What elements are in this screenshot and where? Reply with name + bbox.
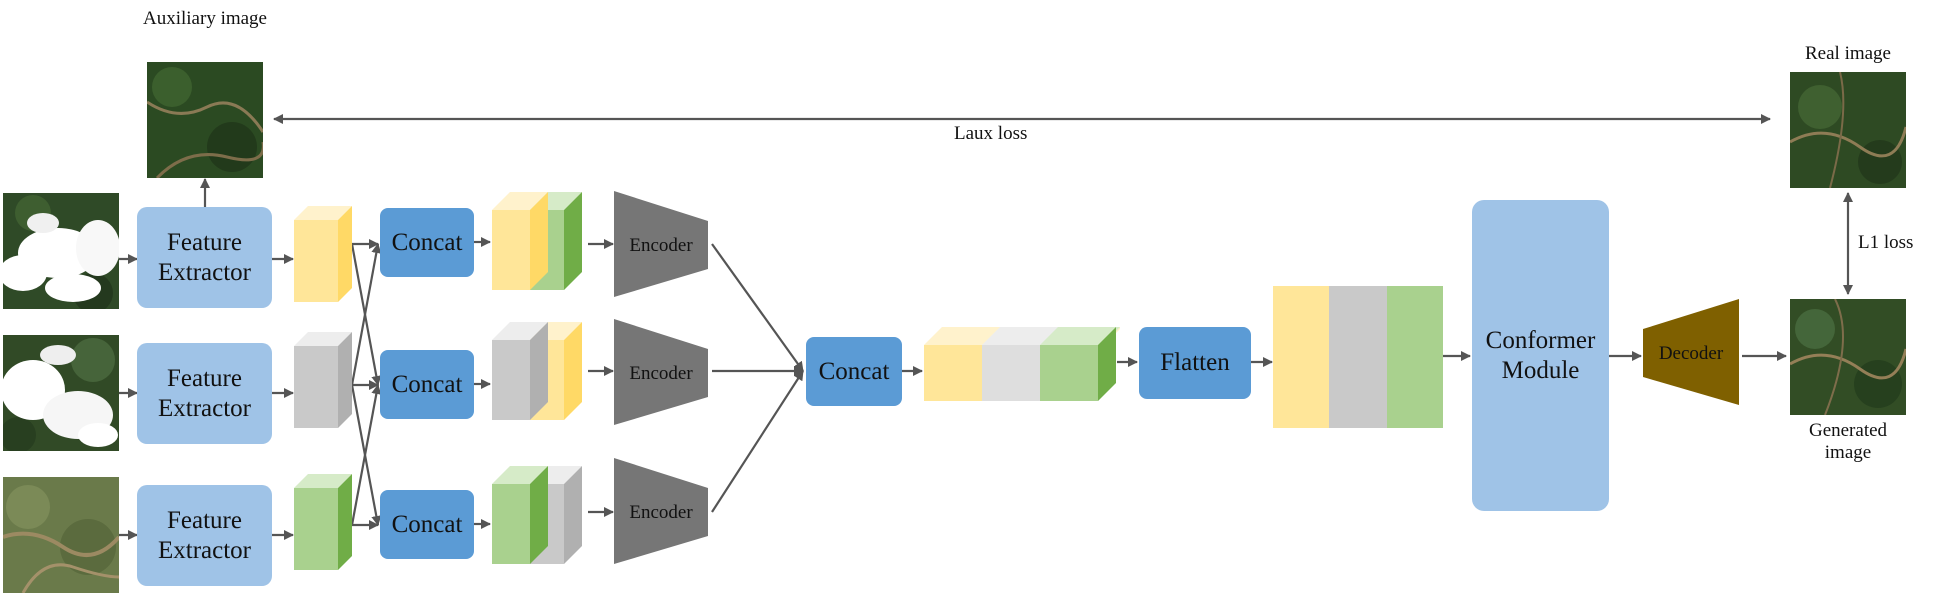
arrow-cube2-concat1 xyxy=(350,243,382,386)
arrow-encoder3-concat xyxy=(711,370,804,513)
feature-cube-yellow xyxy=(294,206,352,302)
auxiliary-image xyxy=(147,62,263,178)
concat-block-3: Concat xyxy=(380,490,474,559)
decoder: Decoder xyxy=(1643,299,1739,405)
feature-extractor-3: Feature Extractor xyxy=(137,485,272,586)
generated-image xyxy=(1790,299,1906,415)
flatten-block: Flatten xyxy=(1139,327,1251,399)
arrow-encoder1-concat xyxy=(711,243,804,372)
input-image-clear xyxy=(3,477,119,593)
stacked-cubes-3 xyxy=(492,466,582,564)
encoder-label: Encoder xyxy=(629,235,693,256)
generated-image-label: Generated image xyxy=(1808,420,1888,463)
encoder-label: Encoder xyxy=(629,363,693,384)
l1-loss-label: L1 loss xyxy=(1858,232,1914,253)
concat-block-1: Concat xyxy=(380,208,474,277)
encoder-label: Encoder xyxy=(629,502,693,523)
feature-cube-green xyxy=(294,474,352,570)
laux-loss-label: Laux loss xyxy=(954,123,1028,144)
feature-cube-gray xyxy=(294,332,352,428)
real-image-label: Real image xyxy=(1805,43,1891,64)
stacked-cubes-2 xyxy=(492,322,582,420)
flattened-feature-vector xyxy=(1273,286,1443,428)
real-image xyxy=(1790,72,1906,188)
conformer-module: Conformer Module xyxy=(1472,200,1609,511)
feature-extractor-1: Feature Extractor xyxy=(137,207,272,308)
decoder-label: Decoder xyxy=(1659,343,1724,364)
concat-block-2: Concat xyxy=(380,350,474,419)
auxiliary-image-label: Auxiliary image xyxy=(143,8,267,29)
feature-extractor-2: Feature Extractor xyxy=(137,343,272,444)
input-image-cloudy-1 xyxy=(3,193,119,309)
encoder-3: Encoder xyxy=(614,458,708,564)
arrow-cube3-concat2 xyxy=(350,384,382,526)
concat-block-central: Concat xyxy=(806,337,902,406)
concatenated-feature-cubes xyxy=(924,327,1120,401)
input-image-cloudy-2 xyxy=(3,335,119,451)
stacked-cubes-1 xyxy=(492,192,582,290)
encoder-1: Encoder xyxy=(614,191,708,297)
encoder-2: Encoder xyxy=(614,319,708,425)
